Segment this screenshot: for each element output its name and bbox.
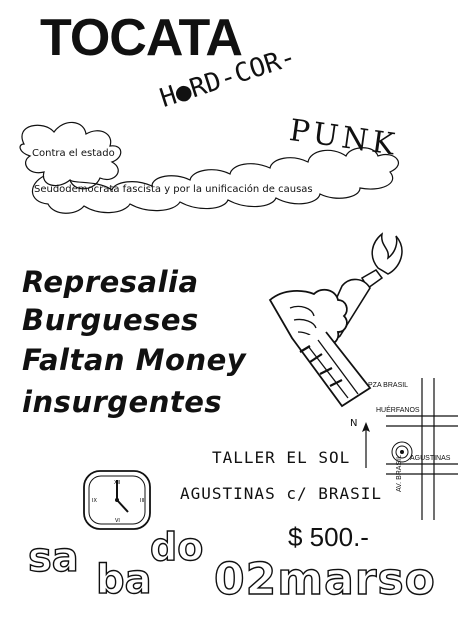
band-burgueses: Burgueses xyxy=(22,303,199,337)
event-date: 02marso xyxy=(213,554,436,605)
north-label: N xyxy=(350,418,358,429)
day-part-sa: sa xyxy=(27,535,79,581)
day-part-ba: ba xyxy=(95,557,152,603)
map-label-agustinas: AGUSTINAS xyxy=(410,455,451,462)
molotov-fist-icon xyxy=(268,232,403,408)
poster-title: TOCATA xyxy=(40,9,243,67)
svg-text:XII: XII xyxy=(114,480,120,486)
map-label-av-brasil: AV. BRASIL xyxy=(396,455,403,492)
street-map xyxy=(362,378,458,520)
venue-name: TALLER EL SOL xyxy=(212,448,351,467)
clock-icon: XII III VI IX xyxy=(83,470,151,530)
slogan-line-2: Seudodemocrata fascista y por la unifica… xyxy=(34,184,313,195)
svg-text:III: III xyxy=(140,498,144,504)
entry-price: $ 500.- xyxy=(288,522,369,552)
day-part-do: do xyxy=(149,525,204,569)
slogan-line-1: Contra el estado xyxy=(32,148,115,159)
band-faltan-money: Faltan Money xyxy=(22,343,247,377)
map-label-plaza: PZA BRASIL xyxy=(368,382,409,389)
venue-address: AGUSTINAS c/ BRASIL xyxy=(180,484,383,503)
band-represalia: Represalia xyxy=(22,265,199,299)
map-label-huerfanos: HUÉRFANOS xyxy=(376,407,420,414)
svg-text:VI: VI xyxy=(115,518,120,524)
cloud-banner xyxy=(19,121,399,214)
band-insurgentes: insurgentes xyxy=(22,385,223,419)
svg-text:IX: IX xyxy=(92,498,97,504)
